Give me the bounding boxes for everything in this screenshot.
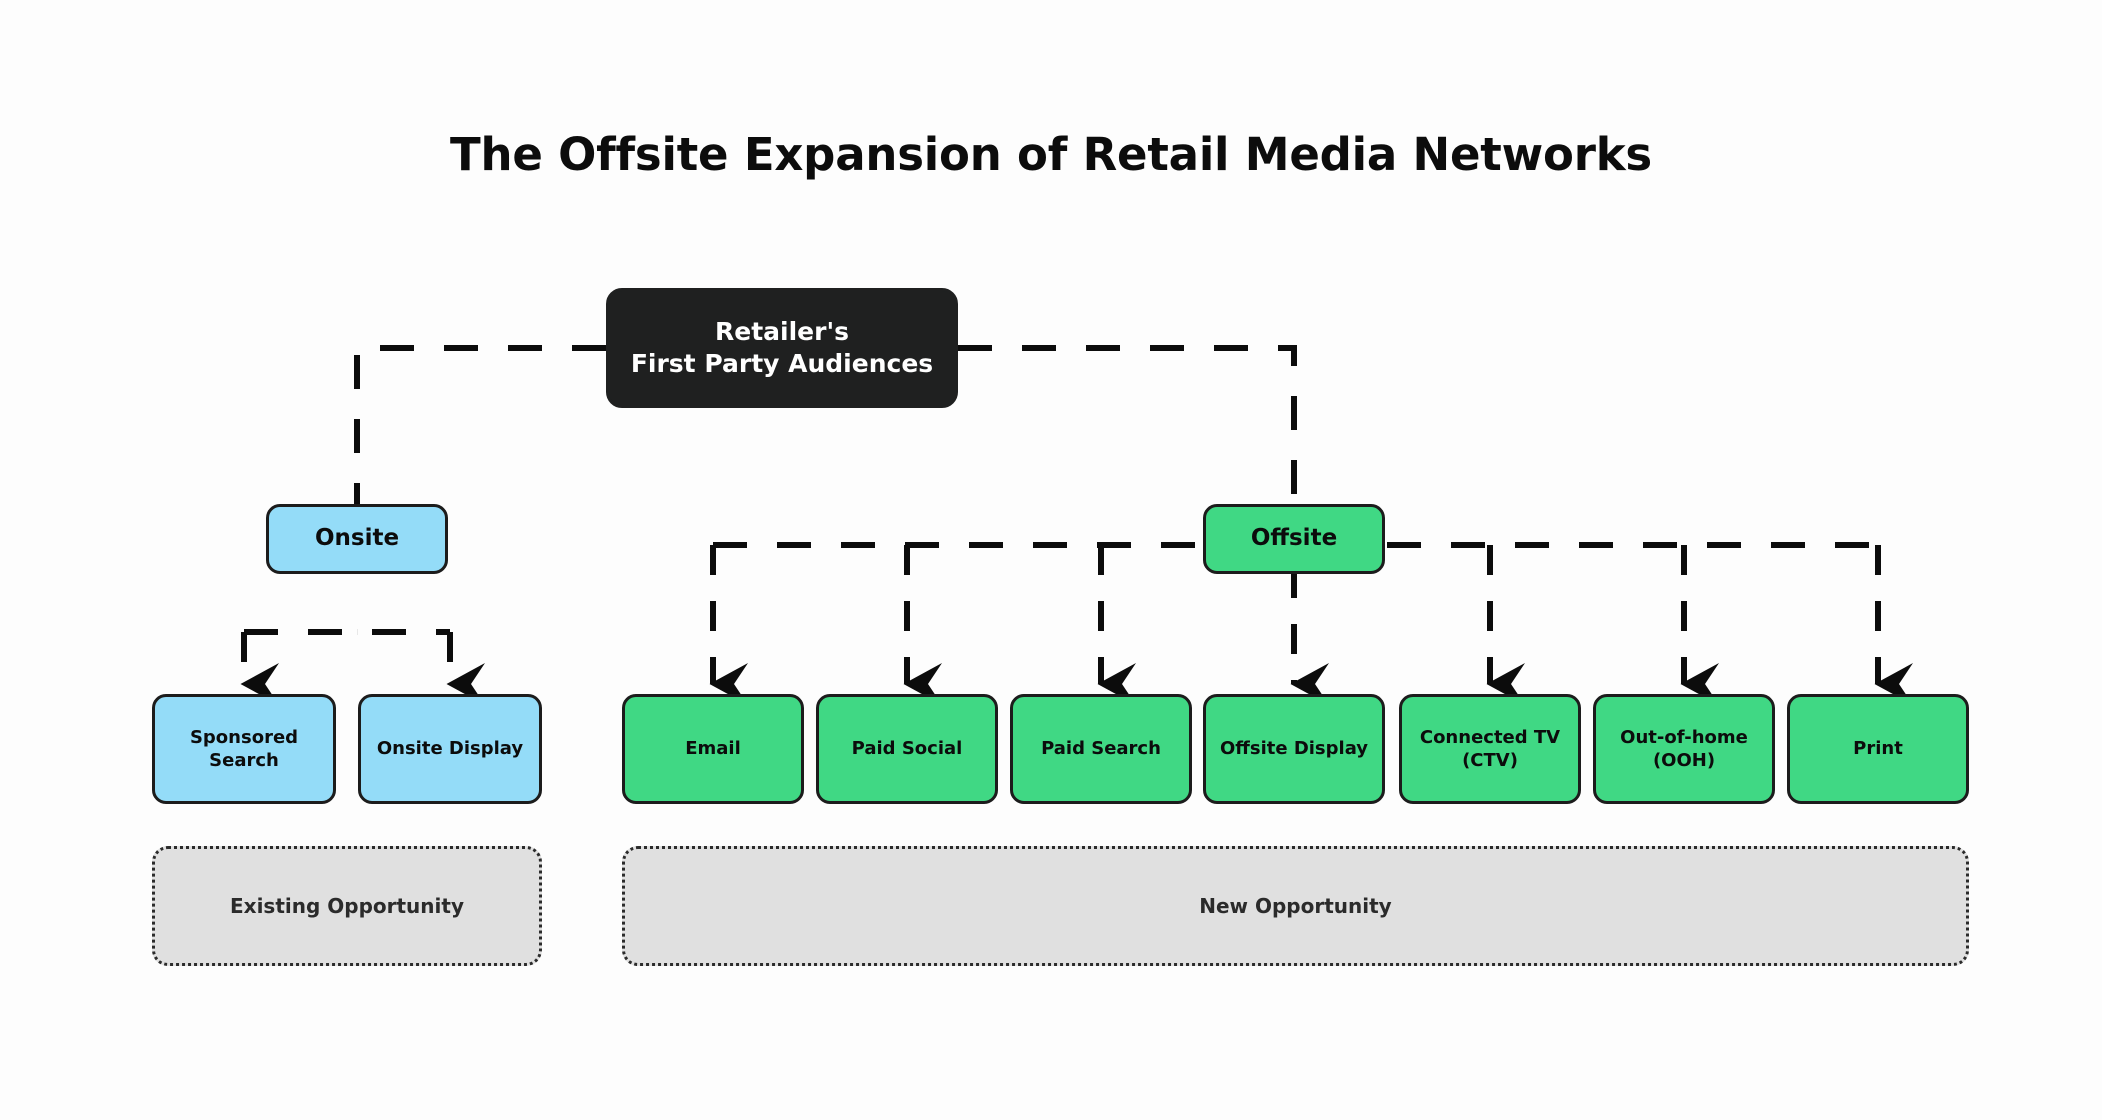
node-leaf-sponsored-search[interactable]: Sponsored Search (152, 694, 336, 804)
legend-new-opportunity: New Opportunity (622, 846, 1969, 966)
node-leaf-email[interactable]: Email (622, 694, 804, 804)
node-root-first-party-audiences[interactable]: Retailer's First Party Audiences (606, 288, 958, 408)
node-leaf-connected-tv[interactable]: Connected TV (CTV) (1399, 694, 1581, 804)
node-branch-offsite[interactable]: Offsite (1203, 504, 1385, 574)
node-branch-onsite[interactable]: Onsite (266, 504, 448, 574)
node-leaf-paid-social[interactable]: Paid Social (816, 694, 998, 804)
node-leaf-print[interactable]: Print (1787, 694, 1969, 804)
edge-root-to-onsite (354, 345, 606, 504)
node-leaf-offsite-display[interactable]: Offsite Display (1203, 694, 1385, 804)
edge-root-to-offsite (958, 345, 1297, 504)
legend-existing-opportunity: Existing Opportunity (152, 846, 542, 966)
page-title: The Offsite Expansion of Retail Media Ne… (449, 128, 1653, 181)
node-leaf-onsite-display[interactable]: Onsite Display (358, 694, 542, 804)
node-leaf-paid-search[interactable]: Paid Search (1010, 694, 1192, 804)
node-leaf-out-of-home[interactable]: Out-of-home (OOH) (1593, 694, 1775, 804)
